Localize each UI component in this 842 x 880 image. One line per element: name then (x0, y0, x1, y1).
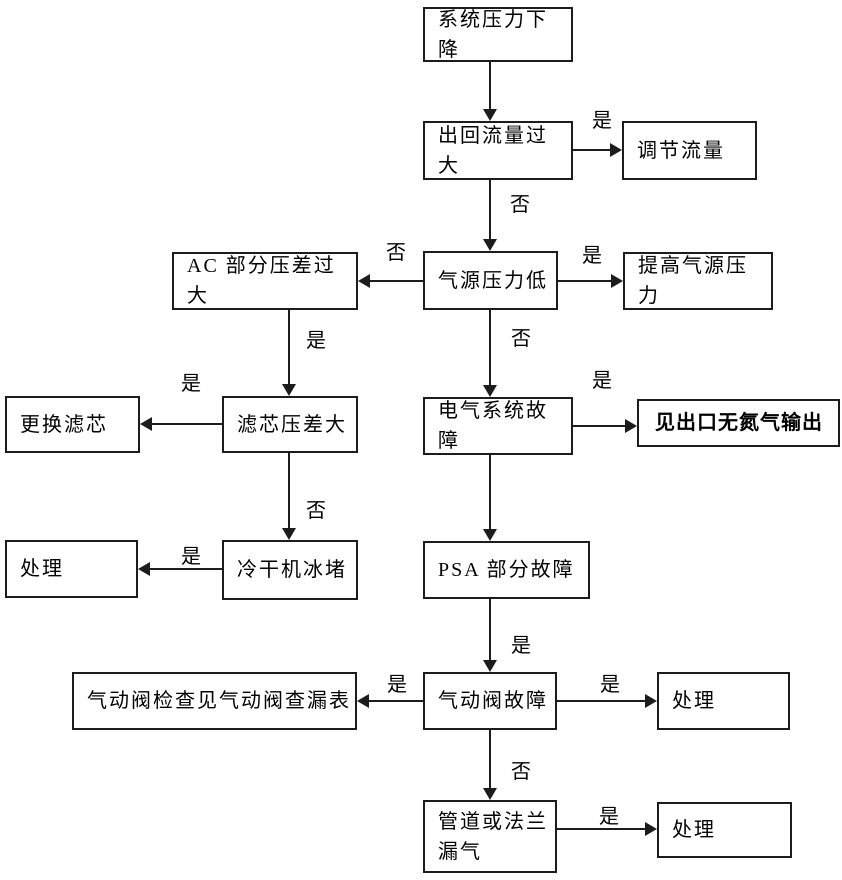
node-replace-filter: 更换滤芯 (5, 396, 140, 453)
edge-dryer-ice-block-to-handle-1-line (149, 568, 222, 570)
edge-gas-pressure-low-to-ac-diff-pressure-label: 否 (386, 242, 406, 264)
edge-filter-diff-pressure-to-replace-filter-label: 是 (181, 373, 201, 395)
edge-pneumatic-valve-fault-to-handle-2-label: 是 (600, 674, 620, 696)
edge-flow-too-large-to-adjust-flow-line (573, 149, 611, 151)
node-system-pressure-drop: 系统压力下降 (423, 7, 573, 62)
node-filter-diff-pressure: 滤芯压差大 (222, 396, 358, 453)
arrowhead-left-icon (138, 562, 150, 576)
edge-filter-diff-pressure-to-dryer-ice-block-line (288, 453, 290, 529)
edge-pneumatic-valve-fault-to-pipe-flange-leak-line (489, 730, 491, 789)
edge-system-pressure-drop-to-flow-too-large-line (489, 62, 491, 110)
node-handle-2: 处理 (657, 672, 790, 730)
edge-electrical-fault-to-psa-fault-line (489, 455, 491, 530)
arrowhead-down-icon (483, 529, 497, 541)
edge-flow-too-large-to-gas-pressure-low-line (489, 180, 491, 240)
arrowhead-right-icon (645, 822, 657, 836)
node-adjust-flow: 调节流量 (622, 121, 757, 180)
arrowhead-right-icon (625, 419, 637, 433)
edge-gas-pressure-low-to-electrical-fault-line (489, 310, 491, 386)
arrowhead-right-icon (645, 694, 657, 708)
arrowhead-left-icon (357, 694, 369, 708)
edge-pneumatic-valve-fault-to-handle-2-line (557, 700, 646, 702)
edge-gas-pressure-low-to-electrical-fault-label: 否 (511, 328, 531, 350)
arrowhead-down-icon (483, 385, 497, 397)
node-pneumatic-valve-fault: 气动阀故障 (423, 672, 557, 730)
edge-flow-too-large-to-adjust-flow-label: 是 (592, 110, 612, 132)
edge-filter-diff-pressure-to-dryer-ice-block-label: 否 (306, 500, 326, 522)
node-ac-diff-pressure: AC 部分压差过大 (172, 252, 358, 310)
edge-pneumatic-valve-fault-to-pipe-flange-leak-label: 否 (511, 761, 531, 783)
node-pipe-flange-leak: 管道或法兰漏气 (423, 800, 557, 873)
arrowhead-down-icon (483, 109, 497, 121)
edge-ac-diff-pressure-to-filter-diff-pressure-label: 是 (306, 330, 326, 352)
arrowhead-down-icon (483, 239, 497, 251)
arrowhead-down-icon (282, 528, 296, 540)
edge-electrical-fault-to-see-no-nitrogen-line (573, 425, 626, 427)
node-see-no-nitrogen: 见出口无氮气输出 (637, 399, 840, 447)
edge-dryer-ice-block-to-handle-1-label: 是 (181, 546, 201, 568)
edge-pneumatic-valve-fault-to-valve-check-table-label: 是 (387, 674, 407, 696)
edge-psa-fault-to-pneumatic-valve-fault-line (489, 599, 491, 661)
arrowhead-left-icon (358, 274, 370, 288)
node-electrical-fault: 电气系统故障 (423, 397, 573, 455)
node-psa-fault: PSA 部分故障 (423, 541, 590, 599)
edge-filter-diff-pressure-to-replace-filter-line (151, 423, 222, 425)
arrowhead-down-icon (282, 384, 296, 396)
arrowhead-down-icon (483, 660, 497, 672)
node-handle-3: 处理 (657, 802, 792, 858)
edge-gas-pressure-low-to-raise-gas-pressure-label: 是 (582, 245, 602, 267)
node-valve-check-table: 气动阀检查见气动阀查漏表 (72, 672, 357, 730)
arrowhead-left-icon (140, 417, 152, 431)
edge-ac-diff-pressure-to-filter-diff-pressure-line (288, 310, 290, 385)
node-raise-gas-pressure: 提高气源压力 (623, 252, 773, 310)
edge-electrical-fault-to-see-no-nitrogen-label: 是 (592, 370, 612, 392)
arrowhead-right-icon (610, 143, 622, 157)
edge-gas-pressure-low-to-ac-diff-pressure-line (369, 280, 423, 282)
node-dryer-ice-block: 冷干机冰堵 (222, 540, 358, 600)
node-handle-1: 处理 (5, 540, 138, 598)
edge-flow-too-large-to-gas-pressure-low-label: 否 (510, 194, 530, 216)
edge-pipe-flange-leak-to-handle-3-label: 是 (599, 806, 619, 828)
edge-pneumatic-valve-fault-to-valve-check-table-line (368, 700, 423, 702)
edge-psa-fault-to-pneumatic-valve-fault-label: 是 (511, 635, 531, 657)
node-gas-pressure-low: 气源压力低 (423, 251, 558, 310)
arrowhead-down-icon (483, 788, 497, 800)
arrowhead-right-icon (611, 274, 623, 288)
edge-gas-pressure-low-to-raise-gas-pressure-line (558, 280, 612, 282)
edge-pipe-flange-leak-to-handle-3-line (557, 828, 646, 830)
node-flow-too-large: 出回流量过大 (423, 121, 573, 180)
